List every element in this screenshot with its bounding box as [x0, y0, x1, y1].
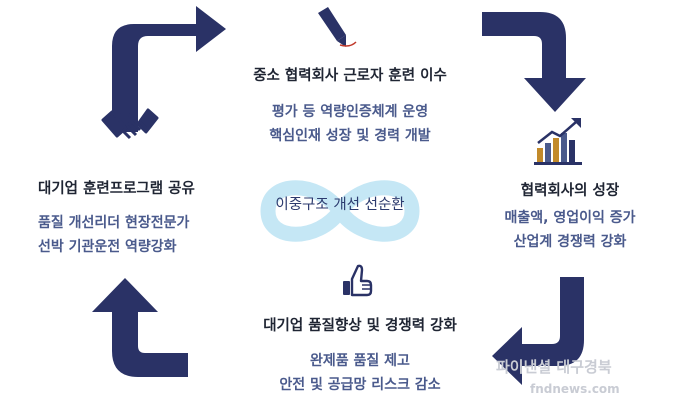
- right-node-line1: 매출액, 영업이익 증가: [504, 210, 636, 226]
- cycle-arrow-bottom-left: [92, 278, 188, 377]
- handshake-icon: [101, 108, 159, 140]
- right-node-line2: 산업계 경쟁력 강화: [513, 234, 627, 250]
- top-node-title: 중소 협력회사 근로자 훈련 이수: [253, 68, 447, 84]
- growth-chart-icon: [534, 118, 582, 165]
- watermark-url: fndnews.com: [530, 382, 620, 396]
- thumbs-up-icon: [343, 264, 373, 297]
- watermark-title: 파이낸셜 대구경북: [496, 358, 612, 376]
- infinity-symbol: [260, 180, 420, 242]
- right-node-title: 협력회사의 성장: [520, 183, 620, 199]
- cycle-arrow-top-left: [112, 6, 226, 132]
- left-node-title: 대기업 훈련프로그램 공유: [38, 181, 195, 197]
- center-label: 이중구조 개선 선순환: [275, 197, 405, 213]
- bottom-node-title: 대기업 품질향상 및 경쟁력 강화: [263, 318, 457, 334]
- pencil-icon: [318, 7, 357, 47]
- cycle-arrow-bottom-right: [492, 277, 584, 385]
- bottom-node-line1: 완제품 품질 제고: [310, 353, 410, 369]
- cycle-arrow-top-right: [482, 12, 586, 112]
- bottom-node-line2: 안전 및 공급망 리스크 감소: [279, 377, 441, 393]
- left-node-line2: 선박 기관운전 역량강화: [38, 239, 177, 255]
- top-node-line2: 핵심인재 성장 및 경력 개발: [269, 128, 431, 144]
- top-node-line1: 평가 등 역량인증체계 운영: [271, 104, 429, 120]
- left-node-line1: 품질 개선리더 현장전문가: [38, 215, 190, 231]
